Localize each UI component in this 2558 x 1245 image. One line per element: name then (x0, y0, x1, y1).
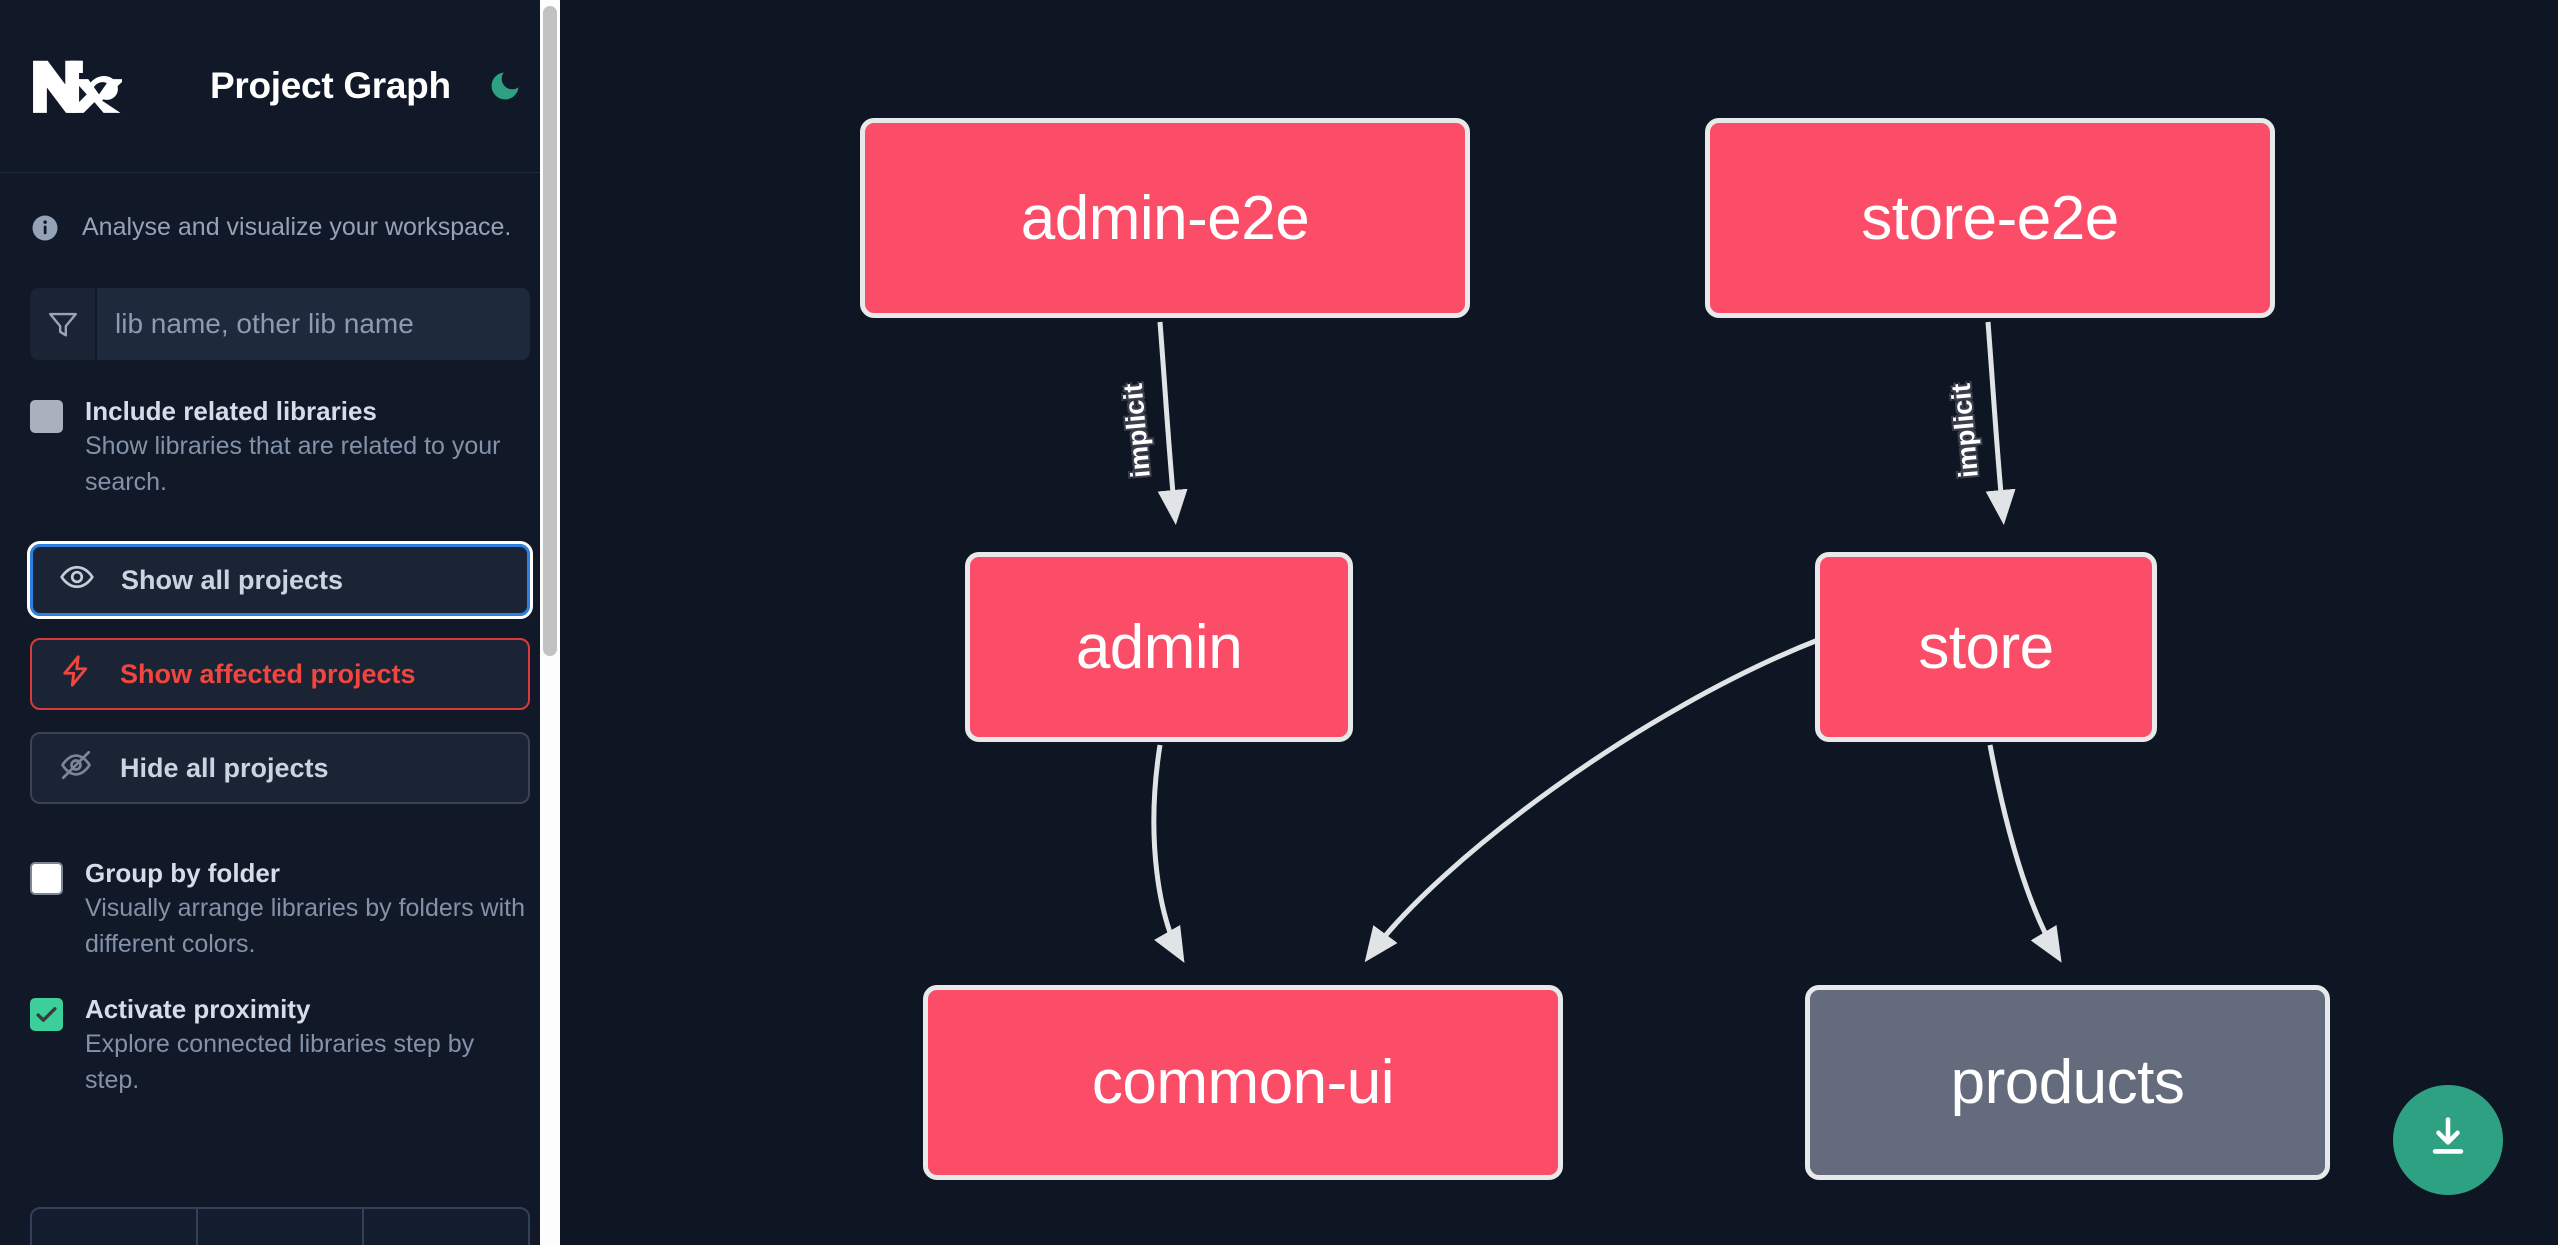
edge-admin-e2e-to-admin (1157, 321, 1188, 525)
graph-node-label: admin (1075, 612, 1243, 682)
checkbox-group-by-folder[interactable]: Group by folder Visually arrange librari… (30, 856, 530, 962)
moon-icon[interactable] (484, 65, 526, 107)
edge-store-to-products (1987, 744, 2062, 963)
checkbox-desc-include-related: Show libraries that are related to your … (85, 432, 501, 496)
bottom-segmented-control[interactable] (30, 1207, 530, 1245)
show-all-projects-label: Show all projects (121, 564, 344, 595)
eye-icon (59, 559, 95, 602)
checkbox-activate-proximity[interactable]: Activate proximity Explore connected lib… (30, 992, 530, 1098)
checkbox-label-group-by-folder: Group by folder (85, 858, 280, 889)
info-icon (30, 213, 60, 243)
segment-1[interactable] (32, 1209, 198, 1245)
checkbox-box-include-related[interactable] (30, 400, 63, 433)
nx-logo-icon (30, 56, 126, 116)
show-affected-projects-button[interactable]: Show affected projects (30, 638, 530, 711)
checkbox-desc-activate-proximity: Explore connected libraries step by step… (85, 1030, 475, 1094)
graph-node-store-e2e[interactable]: store-e2e (1705, 118, 2275, 318)
download-graph-button[interactable] (2393, 1085, 2503, 1195)
edge-store-e2e-to-store (1985, 321, 2016, 525)
checkbox-desc-group-by-folder: Visually arrange libraries by folders wi… (85, 894, 526, 958)
edge-admin-to-common-ui (1151, 744, 1185, 963)
show-all-projects-button[interactable]: Show all projects (27, 541, 533, 620)
graph-node-admin-e2e[interactable]: admin-e2e (860, 118, 1470, 318)
sidebar-header: Project Graph (0, 0, 560, 173)
segment-2[interactable] (198, 1209, 364, 1245)
graph-node-admin[interactable]: admin (965, 552, 1353, 742)
graph-node-common-ui[interactable]: common-ui (923, 985, 1563, 1180)
hide-all-projects-button[interactable]: Hide all projects (30, 732, 530, 805)
download-icon (2422, 1112, 2474, 1169)
graph-node-label: common-ui (1091, 1048, 1395, 1117)
tagline-text: Analyse and visualize your workspace. (82, 213, 512, 241)
checkbox-label-include-related: Include related libraries (85, 396, 377, 426)
checkbox-label-activate-proximity: Activate proximity (85, 994, 311, 1025)
projects-button-group: Show all projects Show affected projects (27, 541, 533, 805)
graph-node-label: products (1950, 1048, 2185, 1117)
sidebar-body: Analyse and visualize your workspace. In… (0, 173, 560, 1098)
lightning-icon (58, 653, 94, 696)
tagline: Analyse and visualize your workspace. (30, 173, 530, 278)
segment-3[interactable] (364, 1209, 528, 1245)
graph-node-label: admin-e2e (1020, 183, 1310, 253)
eye-slash-icon (58, 747, 94, 790)
graph-node-label: store-e2e (1861, 183, 2119, 253)
graph-edges (1151, 321, 2062, 963)
graph-node-store[interactable]: store (1815, 552, 2157, 742)
sidebar: Project Graph Analyse and visualize your… (0, 0, 560, 1245)
search-input[interactable] (97, 288, 530, 360)
filter-row (30, 288, 530, 360)
edge-store-to-common-ui (1364, 637, 1819, 963)
graph-canvas[interactable]: admin-e2e store-e2e admin store common-u… (560, 0, 2558, 1245)
hide-all-projects-label: Hide all projects (120, 752, 329, 783)
checkbox-box-activate-proximity[interactable] (30, 998, 63, 1032)
page-title: Project Graph (210, 65, 451, 106)
checkbox-box-group-by-folder[interactable] (30, 862, 63, 896)
sidebar-scrollbar[interactable] (540, 0, 560, 1245)
sidebar-scrollbar-thumb[interactable] (543, 6, 557, 656)
show-affected-projects-label: Show affected projects (120, 658, 416, 689)
checkbox-include-related-libraries[interactable]: Include related libraries Show libraries… (30, 394, 530, 500)
graph-node-products[interactable]: products (1805, 985, 2330, 1180)
funnel-icon[interactable] (30, 288, 97, 360)
graph-node-label: store (1918, 612, 2054, 682)
